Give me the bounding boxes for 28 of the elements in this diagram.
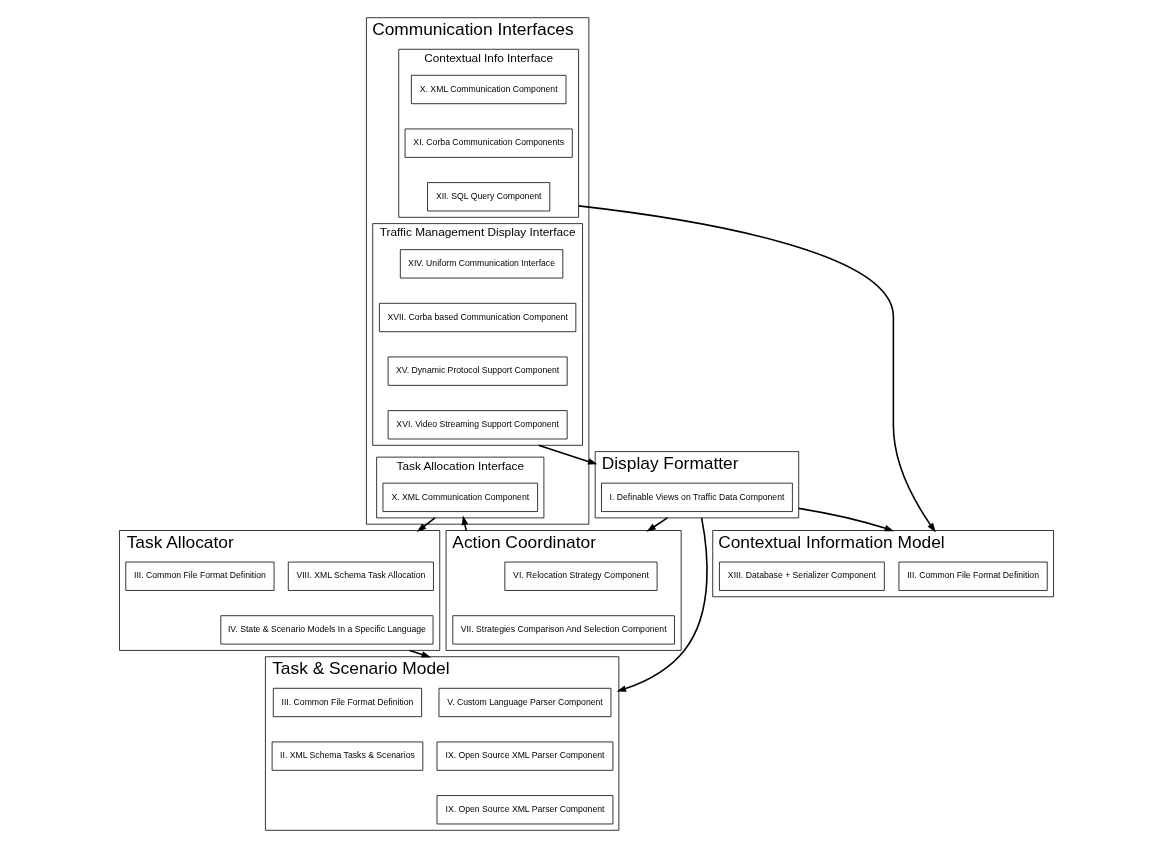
node-box: XIV. Uniform Communication Interface — [399, 249, 563, 279]
node-box: III. Common File Format Definition — [272, 687, 422, 718]
node-box: VIII. XML Schema Task Allocation — [287, 561, 434, 591]
node-box: IV. State & Scenario Models In a Specific Language — [219, 615, 433, 645]
node-box: I. Definable Views on Traffic Data Component — [600, 482, 793, 512]
node-box: X. XML Communication Component — [410, 74, 566, 105]
arrow — [577, 205, 936, 533]
node-box: XV. Dynamic Protocol Support Component — [387, 356, 568, 386]
node-box: IX. Open Source XML Parser Component — [436, 795, 613, 825]
node-box: III. Common File Format Definition — [124, 561, 274, 591]
node-box: II. XML Schema Tasks & Scenarios — [271, 741, 423, 771]
node-box: V. Custom Language Parser Component — [438, 687, 611, 718]
node-box: XI. Corba Communication Components — [404, 128, 573, 158]
node-box: III. Common File Format Definition — [898, 561, 1048, 591]
node-box: XII. SQL Query Component — [426, 182, 550, 212]
arrow — [416, 517, 436, 532]
arrow — [645, 517, 668, 532]
node-box: X. XML Communication Component — [382, 482, 538, 512]
node-box: XIII. Database + Serializer Component — [718, 561, 885, 591]
node-box: VI. Relocation Strategy Component — [503, 561, 657, 591]
node-box: VII. Strategies Comparison And Selection Component — [451, 615, 675, 645]
node-box: XVII. Corba based Communication Component — [378, 302, 576, 333]
arrow — [408, 649, 431, 658]
arrow — [797, 507, 894, 532]
node-box: IX. Open Source XML Parser Component — [436, 741, 613, 771]
node-box: XVI. Video Streaming Support Component — [387, 410, 568, 440]
arrow — [616, 517, 708, 692]
arrow — [461, 515, 468, 532]
